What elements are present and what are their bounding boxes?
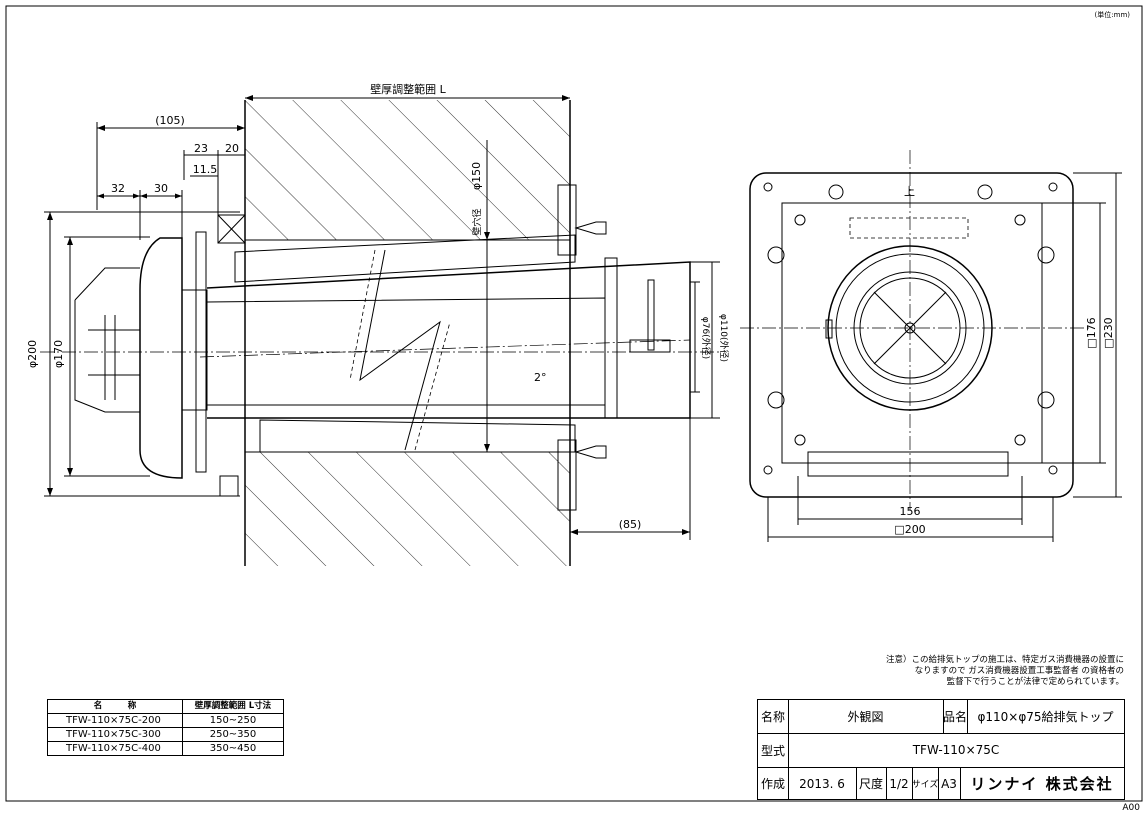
title-block: 名称 外観図 品名 φ110×φ75給排気トップ 型式 TFW-110×75C … xyxy=(757,699,1125,800)
dim-phi150: φ150 xyxy=(470,162,483,190)
outdoor-hood xyxy=(74,214,246,497)
model-table: 名 称 壁厚調整範囲 L寸法 TFW-110×75C-200 150~250 T… xyxy=(47,699,284,756)
side-view: 壁厚調整範囲 L (105) 23 20 11.5 32 30 φ200 φ17… xyxy=(26,82,730,566)
dim-phi110: φ110(外径) xyxy=(718,314,730,362)
model-name: TFW-110×75C-300 xyxy=(47,727,183,742)
dim-sq230: □230 xyxy=(1102,317,1115,348)
dim-85: (85) xyxy=(619,518,642,531)
made-label: 作成 xyxy=(758,767,789,800)
dim-angle-2: 2° xyxy=(534,371,547,384)
drawing-frame xyxy=(5,5,1143,802)
dim-11-5: 11.5 xyxy=(193,163,218,176)
model-range: 250~350 xyxy=(182,727,284,742)
table-row: TFW-110×75C-400 350~450 xyxy=(47,741,284,756)
model-table-header-name: 名 称 xyxy=(47,699,183,714)
size-value: A3 xyxy=(938,767,961,800)
size-label: サイズ xyxy=(912,767,939,800)
dim-32: 32 xyxy=(111,182,125,195)
up-mark: 上 xyxy=(904,185,915,198)
dim-105: (105) xyxy=(155,114,185,127)
model-name: TFW-110×75C-400 xyxy=(47,741,183,756)
dim-phi170: φ170 xyxy=(52,340,65,368)
dim-sq176: □176 xyxy=(1085,317,1098,348)
installation-note: 注意）この給排気トップの施工は、特定ガス消費機器の設置に なりますので ガス消費… xyxy=(885,655,1124,687)
dim-wall-range: 壁厚調整範囲 L xyxy=(370,82,446,96)
scale-value: 1/2 xyxy=(886,767,913,800)
table-row: TFW-110×75C-200 150~250 xyxy=(47,713,284,728)
made-value: 2013. 6 xyxy=(788,767,857,800)
model-label: 型式 xyxy=(758,733,789,767)
model-range: 150~250 xyxy=(182,713,284,728)
dim-30: 30 xyxy=(154,182,168,195)
company-logo: リンナイ 株式会社 xyxy=(970,775,1114,793)
product-value: φ110×φ75給排気トップ xyxy=(977,710,1114,724)
unit-note: (単位:mm) xyxy=(1095,10,1131,19)
front-view: 上 □176 □230 156 □200 xyxy=(740,150,1122,542)
dim-23: 23 xyxy=(194,142,208,155)
wall-section xyxy=(244,100,571,566)
dim-sq200: □200 xyxy=(894,523,925,536)
product-label: 品名 xyxy=(943,700,968,733)
name-label: 名称 xyxy=(758,700,789,733)
model-name: TFW-110×75C-200 xyxy=(47,713,183,728)
scale-label: 尺度 xyxy=(856,767,887,800)
table-row: TFW-110×75C-300 250~350 xyxy=(47,727,284,742)
dim-156: 156 xyxy=(900,505,921,518)
model-table-header-range: 壁厚調整範囲 L寸法 xyxy=(182,699,284,714)
drawing-code: A00 xyxy=(1122,803,1140,813)
model-range: 350~450 xyxy=(182,741,284,756)
dim-phi200: φ200 xyxy=(26,340,39,368)
name-value: 外観図 xyxy=(788,700,944,733)
dim-20: 20 xyxy=(225,142,239,155)
model-value: TFW-110×75C xyxy=(912,743,1000,757)
dim-wall-hole: 壁穴径 xyxy=(471,208,483,235)
dim-phi76: φ76(外径) xyxy=(700,317,712,359)
